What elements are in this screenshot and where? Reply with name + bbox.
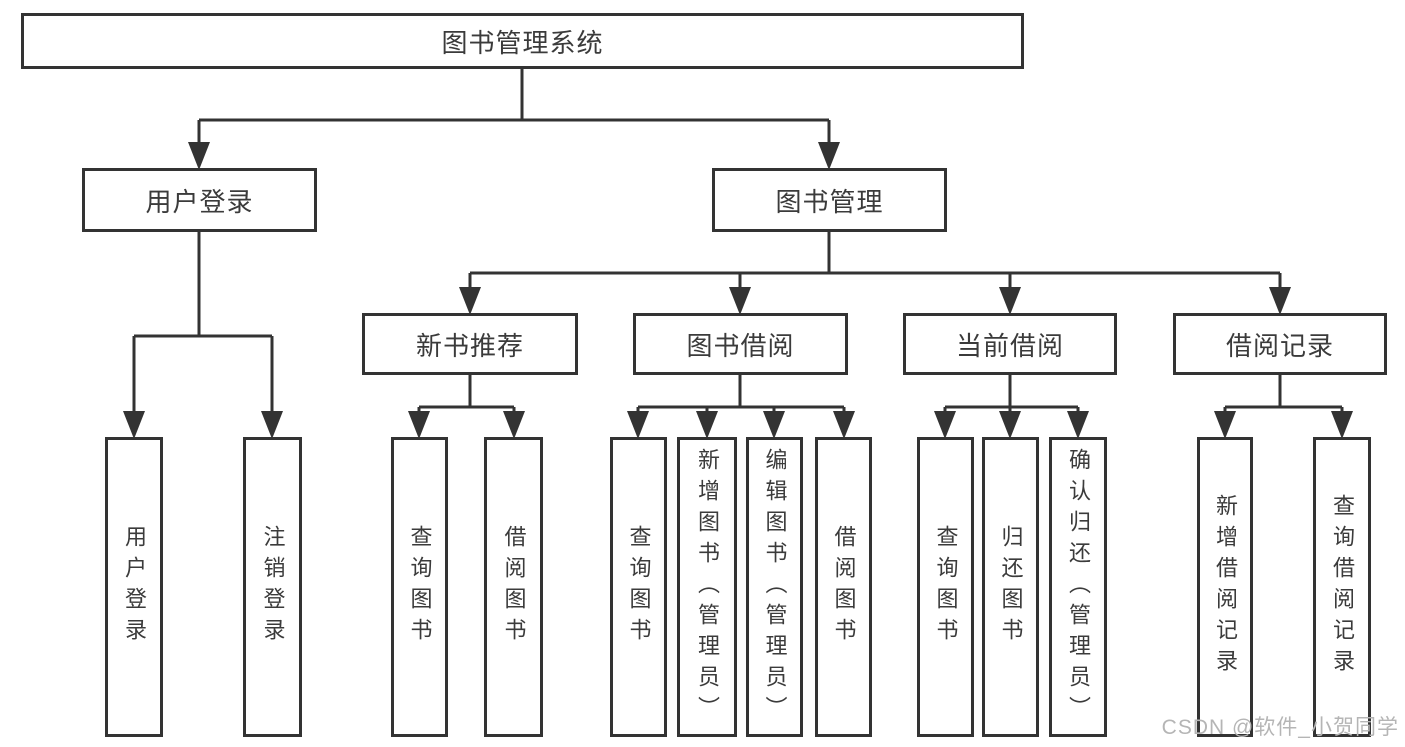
connector-user-login-children <box>132 232 274 415</box>
arrow-icon <box>818 142 840 170</box>
node-leaf-confirm-return-admin: 确认归还（管理员） <box>1049 437 1107 737</box>
node-leaf-user-login: 用户登录 <box>105 437 163 737</box>
node-user-login: 用户登录 <box>82 168 317 232</box>
connector-current-borrow-children <box>943 375 1080 415</box>
node-leaf-edit-books-admin: 编辑图书（管理员） <box>746 437 803 737</box>
arrow-icon <box>934 411 956 439</box>
node-new-book-recommendation: 新书推荐 <box>362 313 578 375</box>
node-leaf-query-books-borrowing: 查询图书 <box>610 437 667 737</box>
node-leaf-borrow-books-recommendation: 借阅图书 <box>484 437 543 737</box>
arrow-icon <box>503 411 525 439</box>
node-current-borrowing: 当前借阅 <box>903 313 1117 375</box>
arrow-icon <box>627 411 649 439</box>
node-leaf-query-books-current: 查询图书 <box>917 437 974 737</box>
node-book-borrowing: 图书借阅 <box>633 313 848 375</box>
node-leaf-add-books-admin: 新增图书（管理员） <box>677 437 737 737</box>
arrow-icon <box>763 411 785 439</box>
node-book-management: 图书管理 <box>712 168 947 232</box>
node-leaf-return-books: 归还图书 <box>982 437 1039 737</box>
arrow-icon <box>188 142 210 170</box>
node-leaf-add-borrow-record: 新增借阅记录 <box>1197 437 1253 737</box>
arrow-icon <box>833 411 855 439</box>
arrow-icon <box>408 411 430 439</box>
csdn-watermark: CSDN @软件_小贺同学 <box>1161 716 1399 739</box>
node-leaf-query-borrow-record: 查询借阅记录 <box>1313 437 1371 737</box>
arrow-icon <box>999 411 1021 439</box>
node-leaf-query-books-recommendation: 查询图书 <box>391 437 448 737</box>
arrow-icon <box>123 411 145 439</box>
arrow-icon <box>696 411 718 439</box>
connector-book-mgmt-children <box>468 232 1282 293</box>
arrow-icon <box>261 411 283 439</box>
node-borrowing-records: 借阅记录 <box>1173 313 1387 375</box>
arrow-icon <box>999 287 1021 315</box>
arrow-icon <box>1214 411 1236 439</box>
connector-root-to-level2 <box>197 69 831 148</box>
node-leaf-borrow-books: 借阅图书 <box>815 437 872 737</box>
connector-new-rec-children <box>417 375 516 415</box>
connector-book-borrow-children <box>636 375 846 415</box>
arrow-icon <box>459 287 481 315</box>
connector-borrow-record-children <box>1223 375 1344 415</box>
arrow-icon <box>1067 411 1089 439</box>
node-library-management-system: 图书管理系统 <box>21 13 1024 69</box>
arrow-icon <box>729 287 751 315</box>
arrow-icon <box>1331 411 1353 439</box>
arrow-icon <box>1269 287 1291 315</box>
node-leaf-logout: 注销登录 <box>243 437 302 737</box>
